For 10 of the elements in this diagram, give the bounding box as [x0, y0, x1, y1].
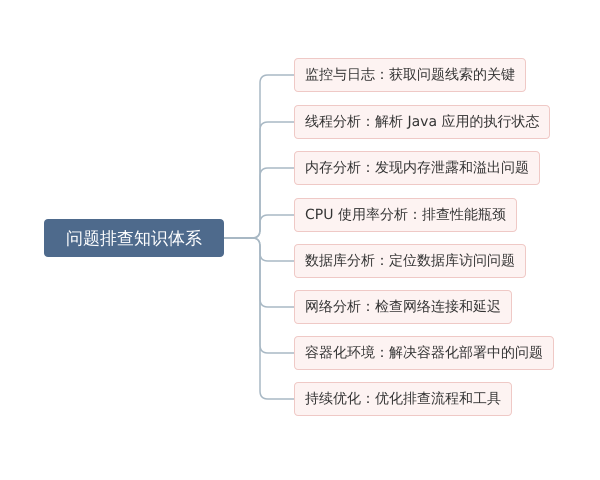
subtopic-box: 线程分析：解析 Java 应用的执行状态	[294, 105, 550, 139]
connector-line	[224, 237, 294, 400]
subtopic-box: 持续优化：优化排查流程和工具	[294, 382, 512, 416]
subtopic-box: CPU 使用率分析：排查性能瓶颈	[294, 198, 517, 232]
subtopic-box: 内存分析：发现内存泄露和溢出问题	[294, 151, 540, 185]
subtopic-box: 容器化环境：解决容器化部署中的问题	[294, 336, 554, 370]
subtopic-box: 网络分析：检查网络连接和延迟	[294, 290, 512, 324]
subtopic-box: 监控与日志：获取问题线索的关键	[294, 58, 526, 92]
subtopic-box: 数据库分析：定位数据库访问问题	[294, 244, 526, 278]
root-topic-box: 问题排查知识体系	[44, 219, 224, 257]
